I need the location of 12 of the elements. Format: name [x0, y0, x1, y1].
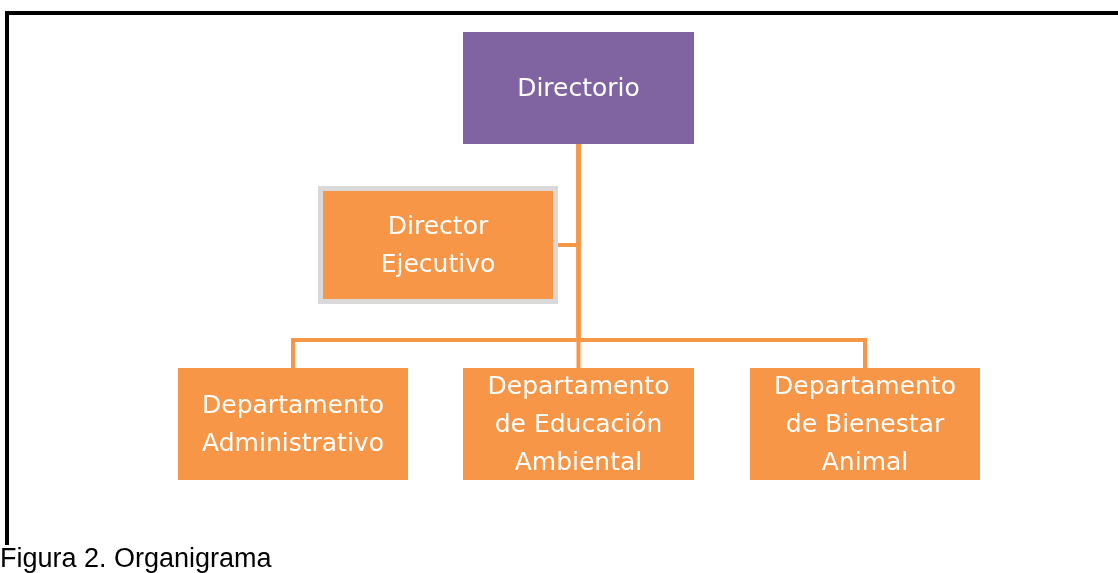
- node-label: Directorio: [517, 72, 640, 104]
- role-box: [463, 32, 694, 144]
- node-label: Director Ejecutivo: [379, 210, 497, 280]
- node-label: Departamento de Educación Ambiental: [486, 370, 671, 478]
- department-box: [463, 368, 694, 480]
- role-box: [318, 186, 558, 304]
- node-label: Departamento de Bienestar Animal: [773, 370, 957, 478]
- figure-caption: Figura 2. Organigrama: [0, 543, 272, 573]
- department-box: [178, 368, 408, 480]
- department-box: [750, 368, 980, 480]
- node-label: Departamento Administrativo: [201, 389, 385, 459]
- connector-line: [576, 144, 867, 368]
